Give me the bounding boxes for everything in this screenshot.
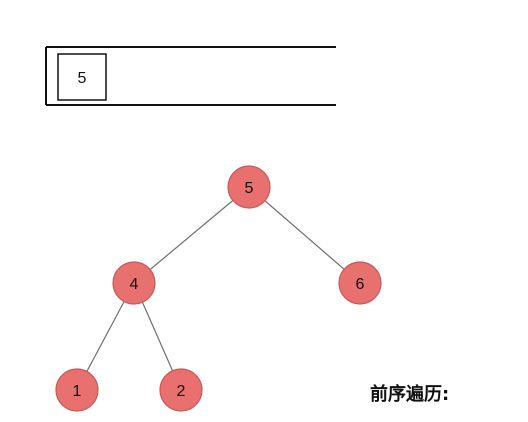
tree-node: 4 xyxy=(112,261,156,305)
tree-edge xyxy=(133,186,250,284)
tree-node: 5 xyxy=(227,165,271,209)
tree-node: 1 xyxy=(55,368,99,412)
traversal-title: 前序遍历: xyxy=(370,384,450,405)
tree-node: 2 xyxy=(159,368,203,412)
stack-cell-value: 5 xyxy=(78,70,87,87)
tree-node-label: 6 xyxy=(356,276,365,293)
stack-cell: 5 xyxy=(57,53,107,101)
stack-cells: 5 xyxy=(57,53,107,101)
tree-node-circle xyxy=(159,368,203,412)
tree-node-label: 5 xyxy=(245,180,254,197)
tree-node-label: 4 xyxy=(130,276,139,293)
tree-node-label: 2 xyxy=(177,383,186,400)
tree-node-circle xyxy=(227,165,271,209)
tree-edge xyxy=(248,186,361,284)
tree-node-circle xyxy=(55,368,99,412)
stack-container: 5 xyxy=(45,46,336,106)
traversal-label: 前序遍历: xyxy=(370,380,449,406)
binary-tree: 5 4 6 1 2 xyxy=(55,165,382,412)
stack-cell-box xyxy=(57,53,107,101)
tree-node-label: 1 xyxy=(73,383,82,400)
tree-node: 6 xyxy=(338,261,382,305)
tree-nodes: 5 4 6 1 2 xyxy=(55,165,382,412)
tree-node-circle xyxy=(338,261,382,305)
tree-node-circle xyxy=(112,261,156,305)
